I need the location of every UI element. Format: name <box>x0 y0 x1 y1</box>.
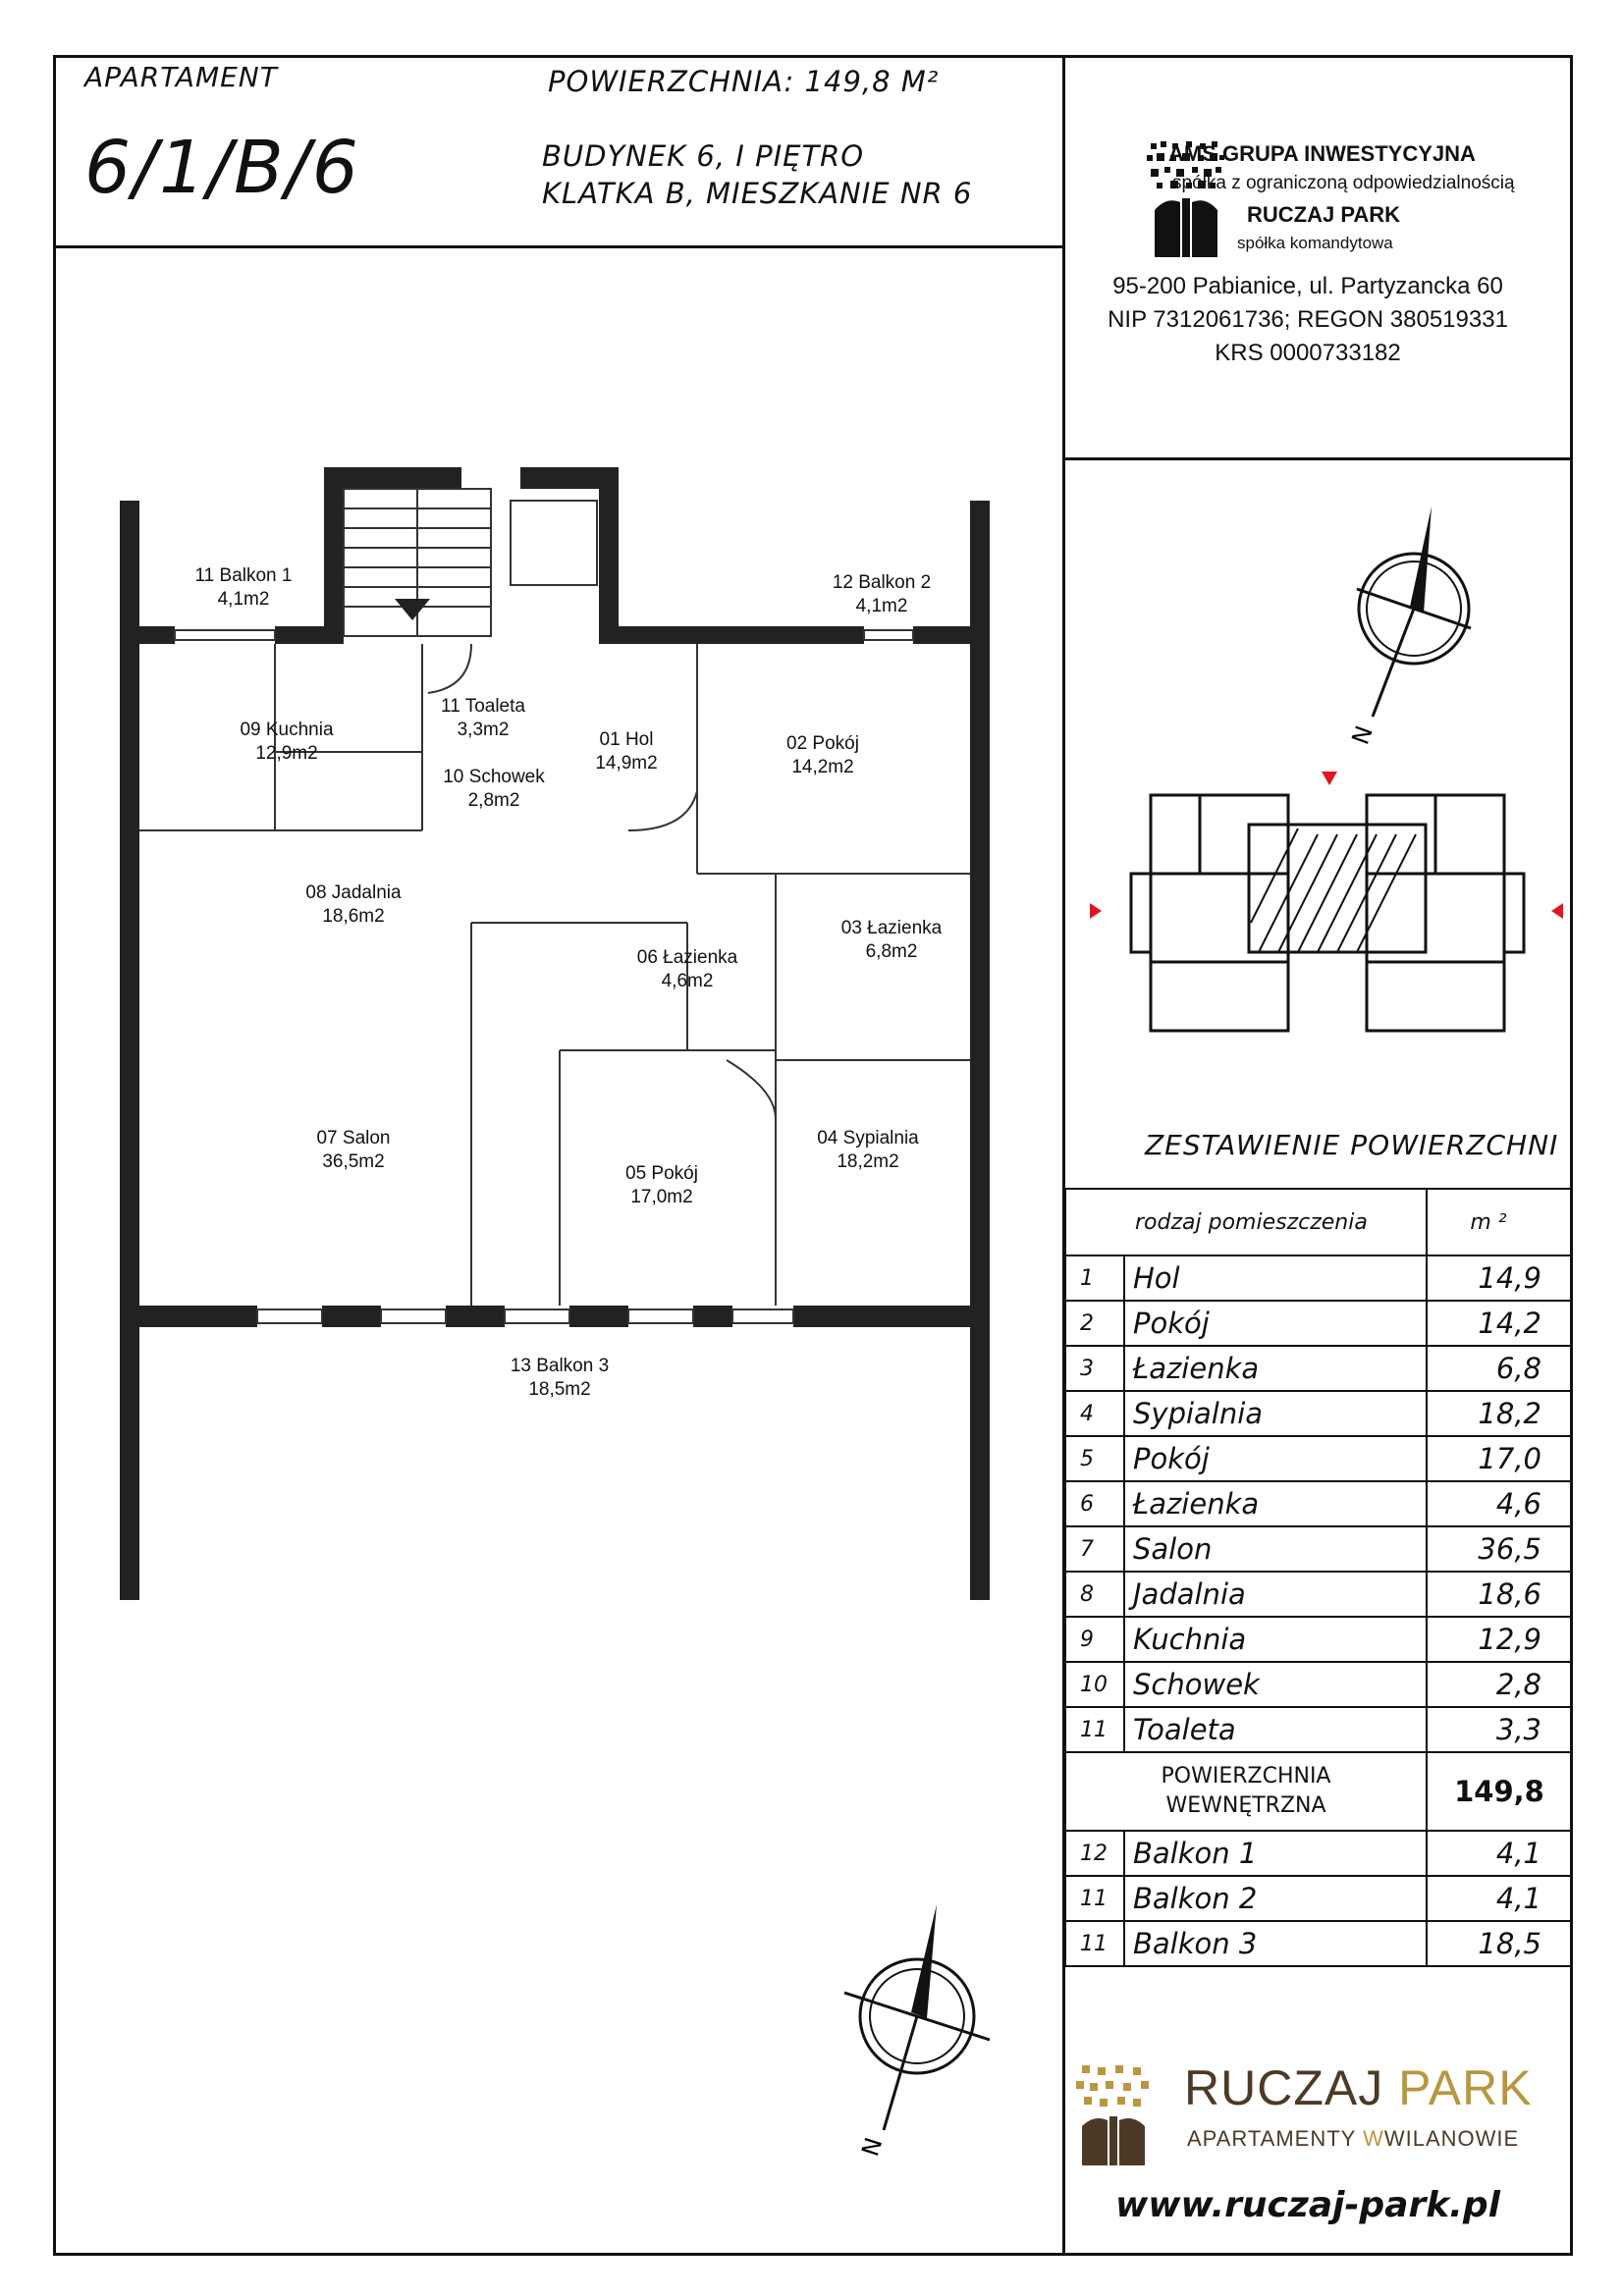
brand-tagline: APARTAMENTY WWILANOWIE <box>1187 2126 1520 2151</box>
website-link[interactable]: www.ruczaj-park.pl <box>1115 2185 1500 2225</box>
apartment-label: APARTAMENT <box>84 61 278 93</box>
ruczaj-park-logo-icon <box>1076 2065 1149 2165</box>
floor-plan <box>120 467 990 1600</box>
company-name: AMS GRUPA INWESTYCYJNA <box>1168 141 1476 166</box>
entrance-marker-icon <box>1322 772 1337 785</box>
company-legal-form: spółka z ograniczoną odpowiedzialnością <box>1172 173 1515 193</box>
tree-logo-icon <box>1147 141 1224 257</box>
header-divider <box>53 245 1064 248</box>
company-nip-regon: NIP 7312061736; REGON 380519331 <box>1108 306 1508 333</box>
area-label: POWIERZCHNIA: 149,8 M² <box>548 65 940 98</box>
total-row: POWIERZCHNIA WEWNĘTRZNA 149,8 <box>1064 1751 1573 1832</box>
col-header-type: rodzaj pomieszczenia <box>1064 1188 1428 1256</box>
entrance-marker-icon <box>1551 903 1563 919</box>
brand-name: RUCZAJ PARK <box>1184 2060 1533 2115</box>
total-value: 149,8 <box>1426 1751 1573 1832</box>
building-line: BUDYNEK 6, I PIĘTRO <box>542 139 865 173</box>
stair-line: KLATKA B, MIESZKANIE NR 6 <box>542 177 973 210</box>
company-address: 95-200 Pabianice, ul. Partyzancka 60 <box>1112 273 1503 299</box>
company-block: AMS GRUPA INWESTYCYJNA spółka z ogranicz… <box>1062 124 1553 399</box>
compass-icon: N <box>1346 507 1472 748</box>
company-legal-form-2: spółka komandytowa <box>1237 234 1393 252</box>
compass-letter: N <box>1346 722 1378 748</box>
total-label-1: POWIERZCHNIA <box>1161 1764 1331 1789</box>
total-label-2: WEWNĘTRZNA <box>1165 1793 1326 1818</box>
entrance-marker-icon <box>1090 903 1102 919</box>
summary-title: ZESTAWIENIE POWIERZCHNI <box>1145 1129 1559 1161</box>
column-divider <box>1062 55 1065 2256</box>
company-divider <box>1062 457 1573 460</box>
compass-icon: N <box>843 1904 991 2160</box>
key-plan <box>1090 772 1563 1033</box>
compass-letter: N <box>856 2134 888 2160</box>
company-krs: KRS 0000733182 <box>1215 340 1401 366</box>
apartment-number: 6/1/B/6 <box>84 126 360 210</box>
entrance-arrow-icon <box>395 599 430 620</box>
page-frame <box>53 55 1573 2256</box>
col-header-unit: m ² <box>1426 1188 1573 1256</box>
company-name-2: RUCZAJ PARK <box>1247 202 1401 227</box>
